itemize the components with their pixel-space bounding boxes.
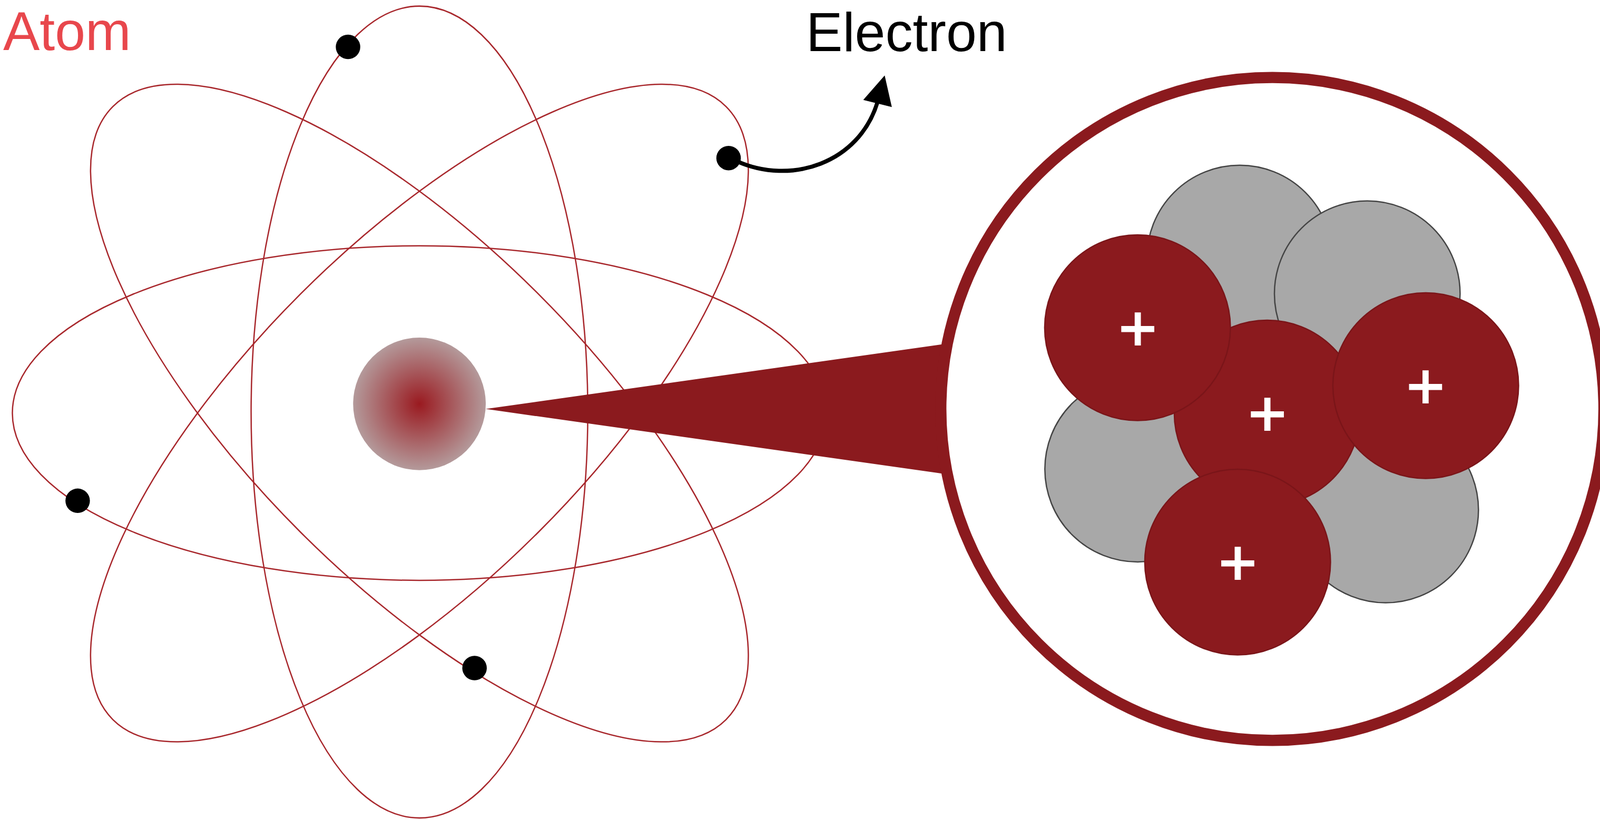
leader-arrow <box>736 102 878 172</box>
arrow-head <box>863 75 892 107</box>
electrons <box>65 34 741 681</box>
charge-sign: + <box>1245 386 1290 440</box>
charge-sign: + <box>1215 535 1261 589</box>
proton-circle <box>1044 234 1231 421</box>
nucleus <box>352 337 486 471</box>
zoom-wedge <box>485 342 955 476</box>
proton: + <box>1043 233 1232 422</box>
part-label: Electron <box>806 2 1008 63</box>
diagram-title: Atom <box>3 1 132 62</box>
proton: + <box>1331 291 1520 480</box>
charge-sign: + <box>1403 359 1448 412</box>
electron-dot <box>462 655 487 681</box>
electron-dot <box>65 488 90 514</box>
electron-dot <box>716 145 741 171</box>
electron-dot <box>335 34 360 60</box>
proton-circle <box>1332 292 1519 479</box>
proton-circle <box>1144 469 1331 656</box>
charge-sign: + <box>1115 301 1161 355</box>
zoom-circle <box>940 77 1600 741</box>
proton: + <box>1143 468 1332 656</box>
